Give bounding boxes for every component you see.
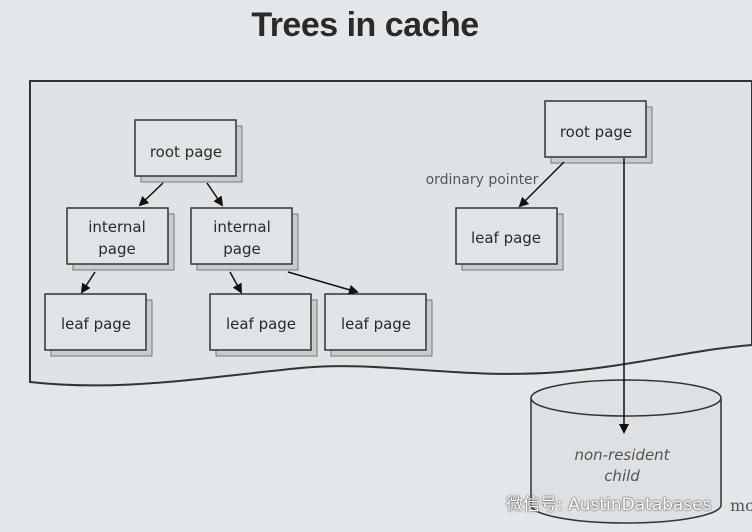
left-root-box — [134, 119, 243, 183]
leaf-label-2: leaf page — [226, 315, 296, 333]
leaf-label-1: leaf page — [61, 315, 131, 333]
right-root-label: root page — [560, 123, 632, 141]
internal-label-2a: internal — [213, 218, 271, 236]
internal-label-1b: page — [98, 240, 135, 258]
internal-box-2 — [190, 207, 299, 271]
leaf-box-2 — [209, 293, 318, 357]
leaf-box-3 — [324, 293, 433, 357]
slide-title: Trees in cache — [251, 6, 479, 44]
internal-label-1a: internal — [88, 218, 146, 236]
disk-cylinder — [530, 379, 722, 524]
leaf-box-1 — [44, 293, 153, 357]
leaf-label-3: leaf page — [341, 315, 411, 333]
disk-label-2: child — [604, 467, 640, 485]
pointers — [80, 158, 629, 434]
internal-label-2b: page — [223, 240, 260, 258]
internal-box-1 — [66, 207, 175, 271]
watermark: 微信号: AustinDatabases — [506, 495, 712, 515]
left-root-label: root page — [150, 143, 222, 161]
right-leaf-label: leaf page — [471, 229, 541, 247]
ordinary-pointer-label: ordinary pointer — [426, 172, 539, 188]
corner-logo-text: mo — [730, 496, 752, 515]
right-root-box — [544, 100, 653, 164]
right-leaf-box — [455, 207, 564, 271]
disk-label-1: non-resident — [574, 446, 670, 464]
